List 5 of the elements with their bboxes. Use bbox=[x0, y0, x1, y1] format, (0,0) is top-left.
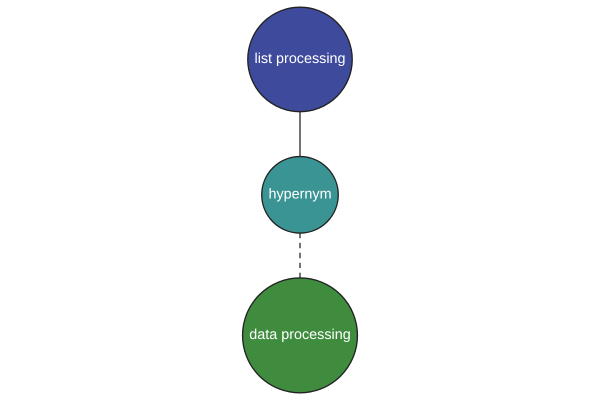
node-circle: list processing bbox=[247, 6, 353, 112]
connector bbox=[299, 233, 301, 278]
node-circle: data processing bbox=[242, 277, 358, 394]
connector bbox=[299, 112, 301, 157]
node-circle: hypernym bbox=[261, 156, 339, 234]
